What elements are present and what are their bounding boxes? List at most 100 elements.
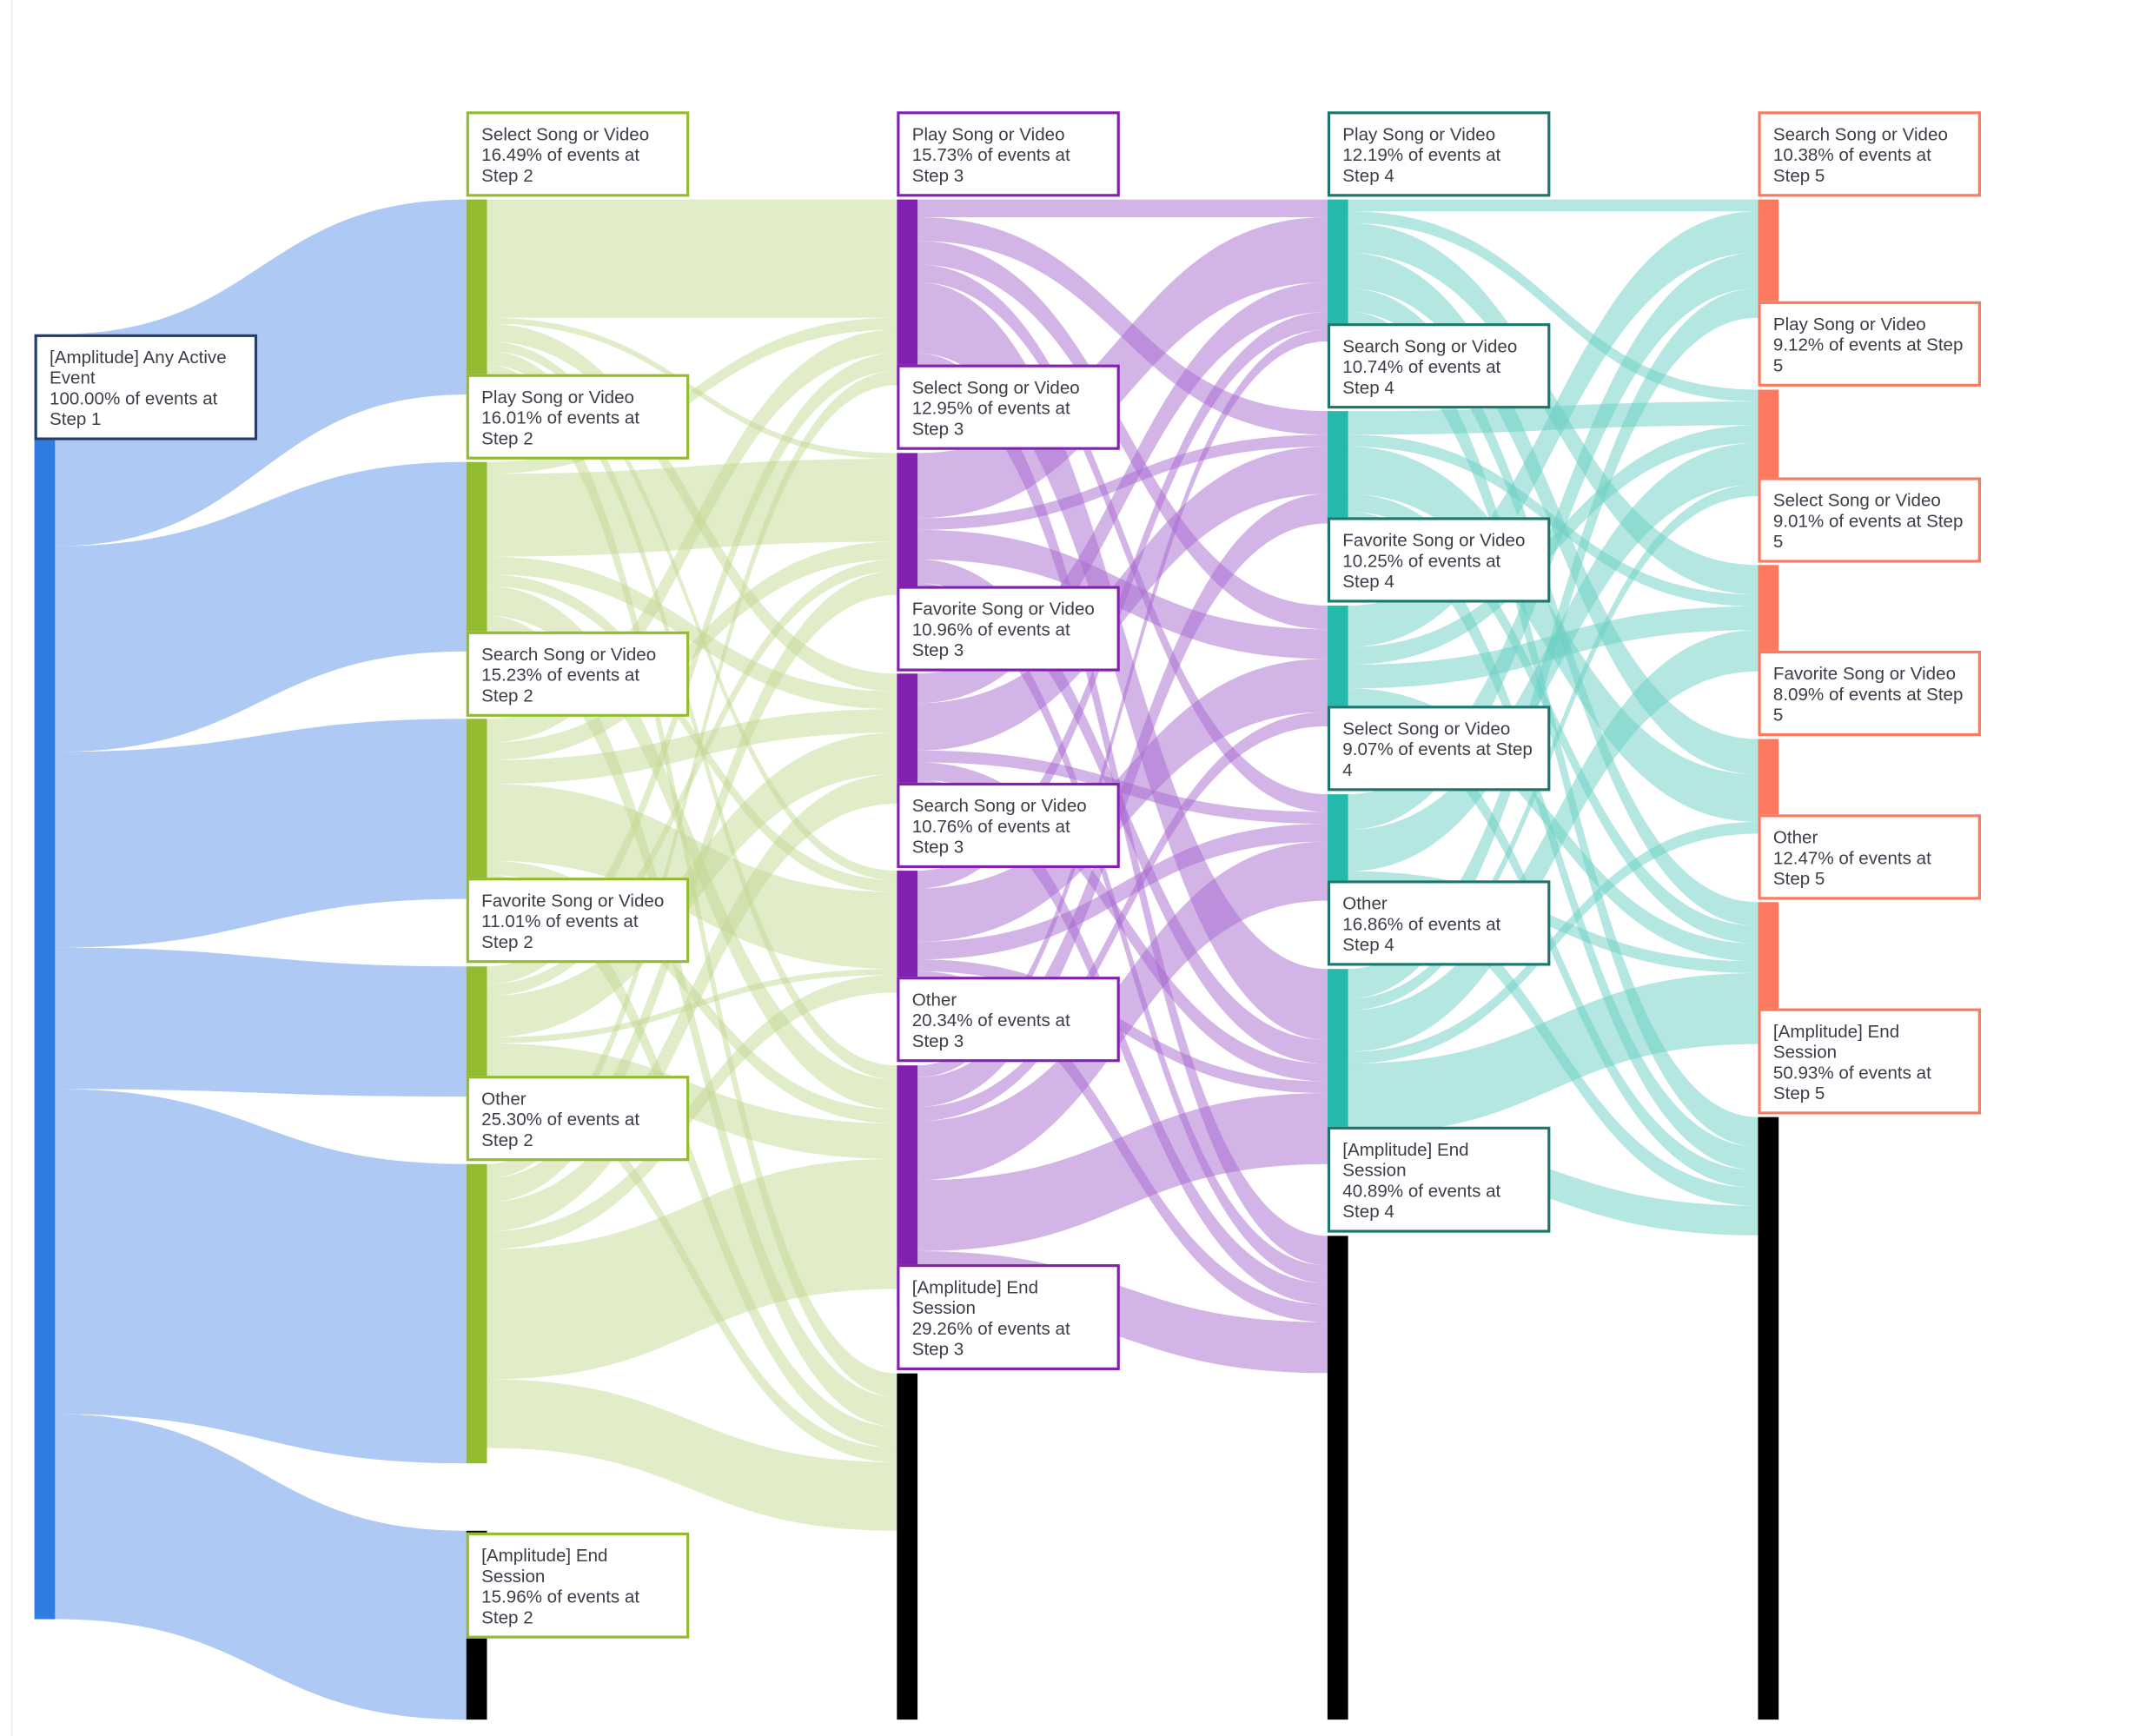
flow-play-song-or-video-to-select-song-or-video[interactable]	[487, 459, 897, 557]
node-bar-step-3-favorite-song-or-video[interactable]	[897, 673, 918, 804]
node-bar-step-2-select-song-or-video[interactable]	[466, 199, 487, 395]
flow-play-song-or-video-to-search-song-or-video[interactable]	[1348, 199, 1759, 212]
flow-play-song-or-video-to-other[interactable]	[917, 282, 1328, 1040]
flow-play-song-or-video-to-favorite-song-or-video[interactable]	[487, 556, 897, 710]
node-bar-step-4-select-song-or-video[interactable]	[1327, 794, 1348, 902]
flow-amplitude-any-active-event-to-search-song-or-video[interactable]	[55, 719, 467, 948]
flow-amplitude-any-active-event-to-play-song-or-video[interactable]	[55, 461, 467, 752]
node-bar-step-2-favorite-song-or-video[interactable]	[466, 966, 487, 1097]
node-bar-step-4-play-song-or-video[interactable]	[1327, 199, 1348, 344]
node-bar-step-5-play-song-or-video[interactable]	[1758, 389, 1779, 498]
node-bar-step-4-other[interactable]	[1327, 969, 1348, 1169]
flow-favorite-song-or-video-to-play-song-or-video[interactable]	[917, 282, 1328, 704]
flow-search-song-or-video-to-select-song-or-video[interactable]	[487, 541, 897, 760]
node-bar-step-5-amplitude-end-session[interactable]	[1758, 1116, 1779, 1720]
flow-play-song-or-video-to-other[interactable]	[1348, 288, 1759, 926]
flow-play-song-or-video-to-favorite-song-or-video[interactable]	[917, 241, 1328, 630]
flow-other-to-amplitude-end-session[interactable]	[487, 1379, 897, 1531]
flow-favorite-song-or-video-to-play-song-or-video[interactable]	[487, 353, 897, 984]
node-bar-step-5-select-song-or-video[interactable]	[1758, 565, 1779, 672]
flow-other-to-play-song-or-video[interactable]	[1348, 484, 1759, 1010]
flow-other-to-select-song-or-video[interactable]	[917, 841, 1328, 1181]
node-bar-step-3-search-song-or-video[interactable]	[897, 871, 918, 998]
flow-play-song-or-video-to-amplitude-end-session[interactable]	[1348, 311, 1759, 1147]
node-bar-step-5-search-song-or-video[interactable]	[1758, 199, 1779, 322]
flow-amplitude-any-active-event-to-amplitude-end-session[interactable]	[55, 1414, 467, 1720]
flow-select-song-or-video-to-search-song-or-video[interactable]	[487, 341, 897, 880]
flow-search-song-or-video-to-play-song-or-video[interactable]	[917, 311, 1328, 889]
flow-other-to-favorite-song-or-video[interactable]	[1348, 821, 1759, 1064]
flow-search-song-or-video-to-select-song-or-video[interactable]	[1348, 434, 1759, 606]
node-bar-step-2-other[interactable]	[466, 1163, 487, 1464]
flow-other-to-select-song-or-video[interactable]	[1348, 630, 1759, 1052]
flow-other-to-search-song-or-video[interactable]	[917, 494, 1328, 1107]
flow-favorite-song-or-video-to-other[interactable]	[487, 1043, 897, 1159]
flow-other-to-play-song-or-video[interactable]	[917, 329, 1328, 1077]
flow-search-song-or-video-to-play-song-or-video[interactable]	[487, 329, 897, 743]
flow-other-to-favorite-song-or-video[interactable]	[487, 773, 897, 1232]
flow-other-to-select-song-or-video[interactable]	[487, 571, 897, 1203]
node-bar-step-4-favorite-song-or-video[interactable]	[1327, 605, 1348, 727]
flow-select-song-or-video-to-select-song-or-video[interactable]	[487, 317, 897, 460]
flow-play-song-or-video-to-search-song-or-video[interactable]	[487, 574, 897, 892]
flow-favorite-song-or-video-to-search-song-or-video[interactable]	[1348, 211, 1759, 647]
flow-search-song-or-video-to-other[interactable]	[1348, 494, 1759, 944]
flow-search-song-or-video-to-select-song-or-video[interactable]	[917, 824, 1328, 960]
node-bar-step-2-play-song-or-video[interactable]	[466, 461, 487, 652]
flow-play-song-or-video-to-amplitude-end-session[interactable]	[487, 615, 897, 1427]
flow-amplitude-any-active-event-to-favorite-song-or-video[interactable]	[55, 947, 467, 1097]
node-bar-step-3-amplitude-end-session[interactable]	[897, 1373, 918, 1720]
flow-other-to-favorite-song-or-video[interactable]	[917, 712, 1328, 1122]
flow-search-song-or-video-to-favorite-song-or-video[interactable]	[487, 709, 897, 785]
flow-favorite-song-or-video-to-amplitude-end-session[interactable]	[917, 779, 1328, 1305]
flow-play-song-or-video-to-play-song-or-video[interactable]	[917, 199, 1328, 218]
flow-other-to-other[interactable]	[487, 1158, 897, 1380]
flow-amplitude-any-active-event-to-select-song-or-video[interactable]	[55, 199, 467, 547]
flow-other-to-search-song-or-video[interactable]	[487, 974, 897, 1249]
flow-play-song-or-video-to-search-song-or-video[interactable]	[917, 217, 1328, 435]
node-bar-step-3-play-song-or-video[interactable]	[897, 199, 918, 386]
flow-select-song-or-video-to-other[interactable]	[487, 350, 897, 1080]
node-bar-step-3-select-song-or-video[interactable]	[897, 453, 918, 606]
flow-other-to-search-song-or-video[interactable]	[1348, 288, 1759, 999]
flow-other-to-play-song-or-video[interactable]	[487, 371, 897, 1179]
flow-search-song-or-video-to-amplitude-end-session[interactable]	[487, 875, 897, 1448]
node-bar-step-4-search-song-or-video[interactable]	[1327, 411, 1348, 539]
flow-select-song-or-video-to-other[interactable]	[1348, 871, 1759, 973]
flow-play-song-or-video-to-select-song-or-video[interactable]	[917, 264, 1328, 812]
flow-select-song-or-video-to-amplitude-end-session[interactable]	[917, 583, 1328, 1283]
node-bar-step-4-amplitude-end-session[interactable]	[1327, 1236, 1348, 1720]
node-bar-step-5-favorite-song-or-video[interactable]	[1758, 739, 1779, 835]
flow-select-song-or-video-to-play-song-or-video[interactable]	[487, 199, 897, 318]
flow-select-song-or-video-to-search-song-or-video[interactable]	[1348, 252, 1759, 830]
node-bar-step-3-other[interactable]	[897, 1065, 918, 1307]
flow-amplitude-any-active-event-to-other[interactable]	[55, 1089, 467, 1464]
flow-play-song-or-video-to-favorite-song-or-video[interactable]	[1348, 252, 1759, 775]
node-bar-step-2-search-song-or-video[interactable]	[466, 719, 487, 899]
